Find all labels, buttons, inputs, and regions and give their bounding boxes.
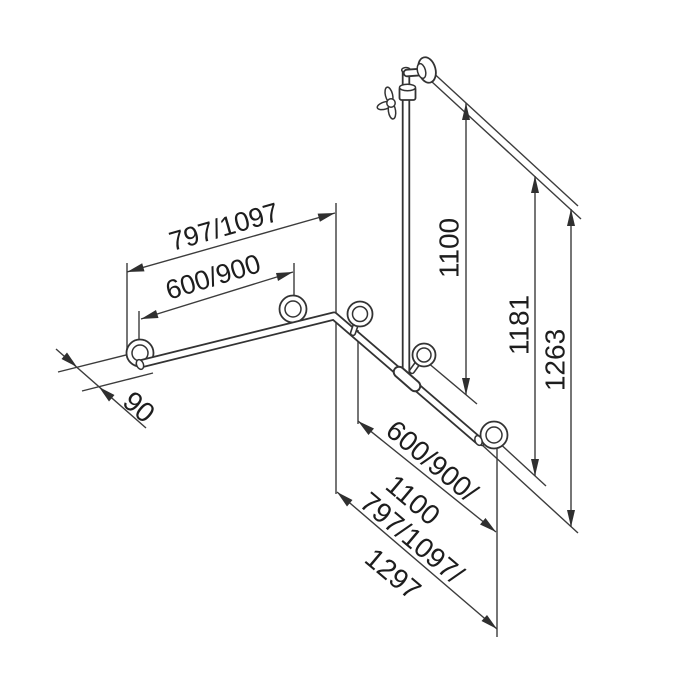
arrowhead-1181-top [531,176,539,193]
arrowhead-bar-b-overall-top [337,492,353,507]
arrowhead-1263-top [567,209,575,226]
dimension-line-bar-a-centers [140,271,294,320]
extension-line-wall-offset-2 [81,372,154,392]
dimension-line-bar-b-overall [336,491,498,630]
label-wall-offset: 90 [117,385,161,429]
dimension-line-bar-a-overall [126,212,336,273]
slider-collar [398,83,417,92]
bar-end-cap-right [474,434,483,447]
extension-line-top-mount-2 [430,80,582,220]
grab-bar-body [137,313,481,443]
arrowhead-bar-a-centers-right [276,272,293,281]
label-rod-height: 1100 [434,218,465,278]
grab-bar-outline [135,311,483,445]
arrowhead-1263-bottom [567,510,575,527]
knob-hub [386,98,396,108]
extension-line-end-flange [495,439,547,487]
wall-flange-corner-inner [351,305,369,323]
arrowhead-rod-height-top [462,103,470,120]
dimension-labels: 797/1097 600/900 600/900/ 1100 797/1097/… [117,197,570,606]
bar-end-cap-left [135,358,145,371]
extension-line-junction [426,361,478,405]
wall-flange-end-inner [485,426,503,444]
arrowhead-bar-b-centers-bottom [480,518,496,532]
arrowhead-rod-height-bottom [462,378,470,395]
arrowhead-bar-b-centers-top [358,421,374,435]
t-junction-sleeve [394,367,420,391]
label-bar-a-overall: 797/1097 [166,197,283,257]
arrowhead-bar-a-overall-right [317,213,335,222]
label-height-1181: 1181 [504,295,535,355]
label-height-1263: 1263 [540,329,571,391]
arrowhead-bar-a-overall-left [127,263,145,272]
arrowhead-wall-offset-bottom [99,387,115,402]
arrowhead-wall-offset-top [61,352,77,367]
structure-layer [125,56,509,450]
extension-line-end-cap [480,443,579,534]
wall-flange-junction-inner [416,347,432,363]
dimension-line-bar-b-centers [357,420,497,533]
arrowhead-bar-b-overall-bottom [481,615,497,629]
arrowhead-bar-a-centers-left [141,310,159,319]
rod-wall-mount-neck [416,62,427,80]
extension-line-top-mount-1 [427,67,579,207]
wall-flange-mid-inner [284,300,302,318]
arrowhead-1181-bottom [531,459,539,476]
